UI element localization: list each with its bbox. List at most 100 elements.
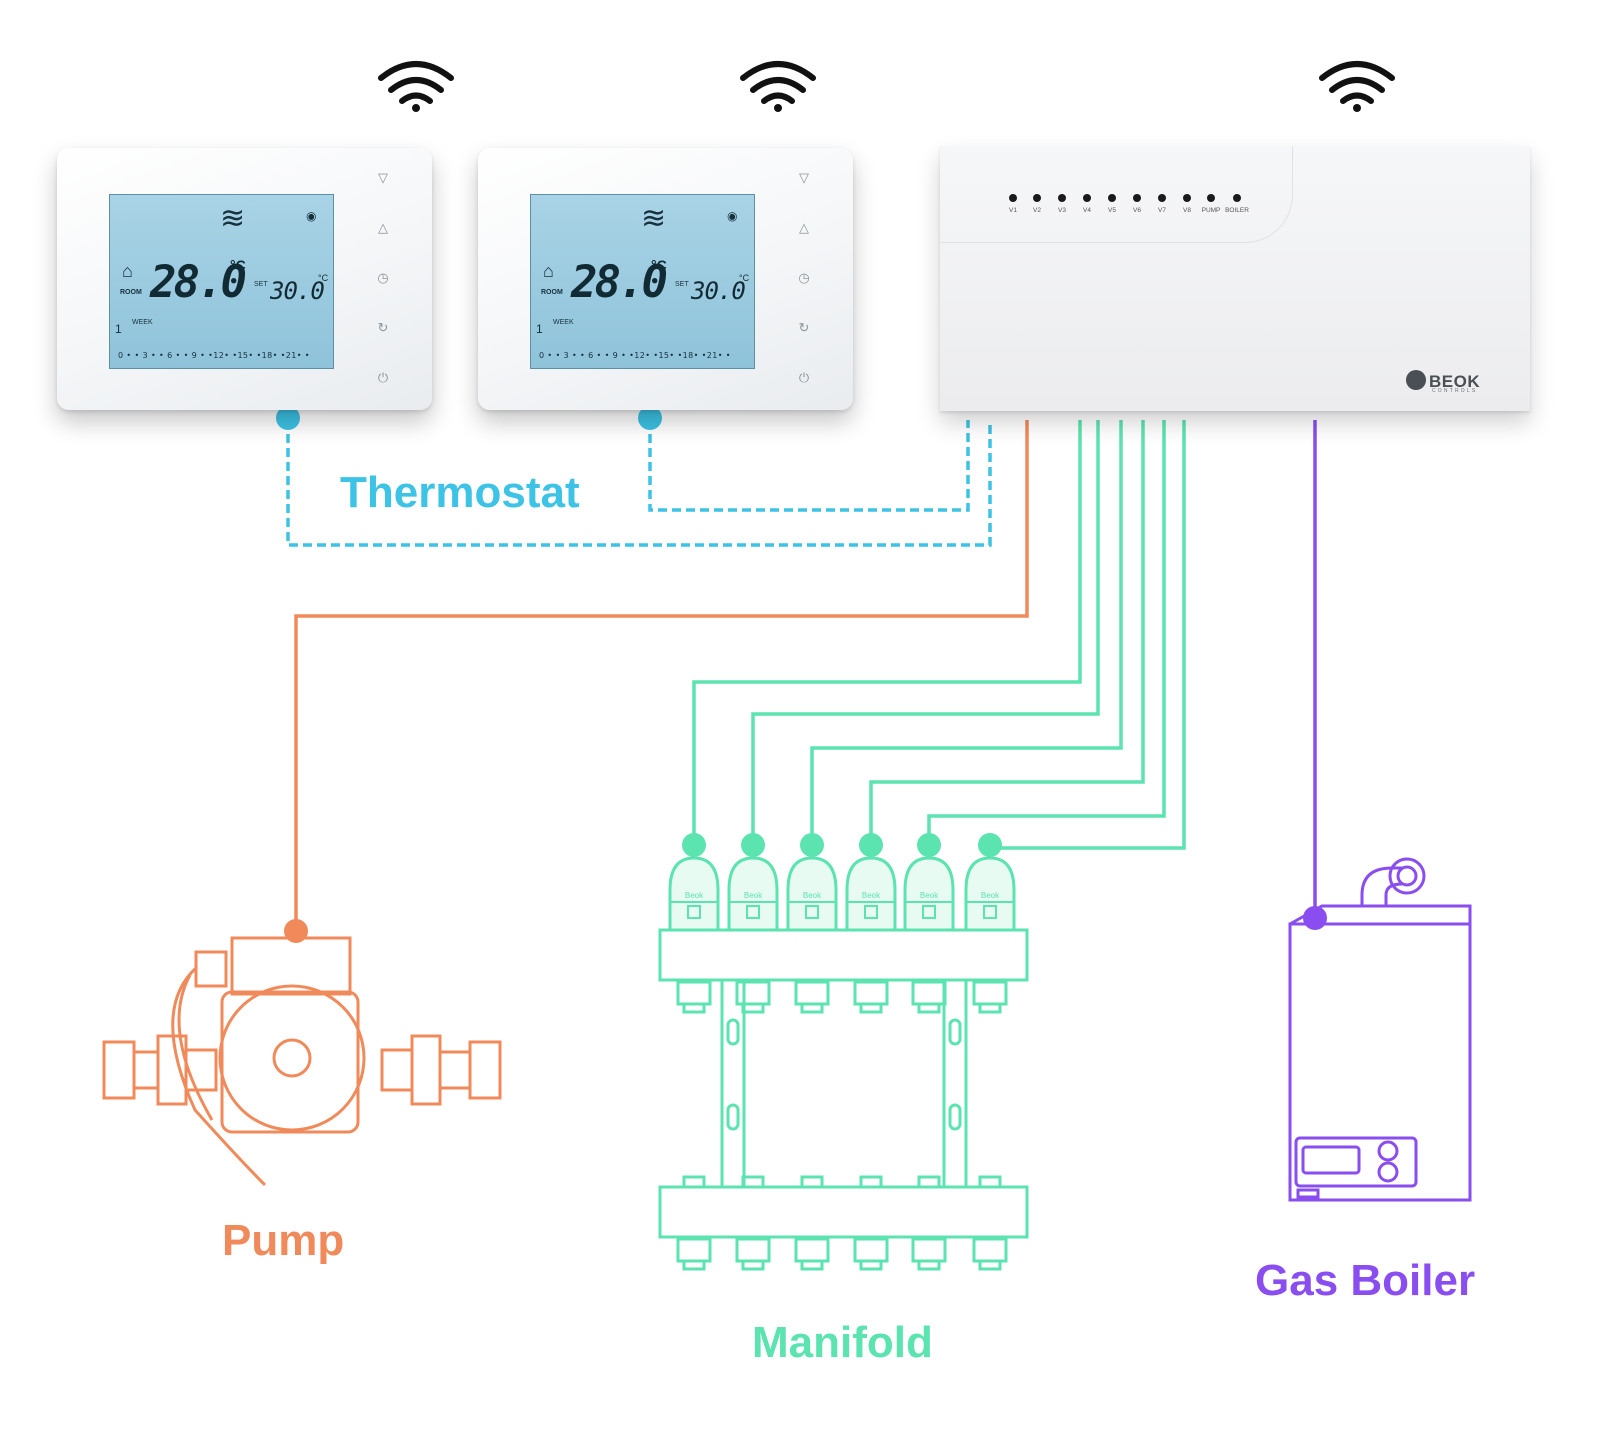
actuator-terminal [978, 833, 1002, 857]
temperature-unit: °C [651, 257, 667, 273]
thermostat-label: Thermostat [340, 468, 580, 517]
cycle-icon[interactable]: ↻ [377, 320, 389, 335]
pump-label: Pump [222, 1216, 345, 1265]
set-temperature-unit: °C [739, 273, 750, 283]
chevron-up-icon[interactable]: △ [378, 220, 388, 235]
fitting [911, 1237, 947, 1271]
temperature-unit: °C [230, 257, 246, 273]
manifold-wiring [692, 420, 1186, 850]
pump-wire [294, 420, 1029, 930]
set-temperature-unit: °C [318, 273, 329, 283]
actuator-terminal [682, 833, 706, 857]
time-scale: 0 • • 3 • • 6 • • 9 • •12• •15• •18• •21… [539, 351, 731, 360]
channel-led [1033, 194, 1041, 202]
channel-label: V8 [1183, 207, 1191, 214]
brand-logo: BEOK [1406, 370, 1480, 392]
brand-name: BEOK [1429, 372, 1481, 391]
power-icon[interactable]: ⏻ [798, 370, 810, 385]
set-temperature: 30.0 [691, 277, 746, 305]
channel-led [1009, 194, 1017, 202]
actuator-brand-label: Beok [920, 891, 939, 900]
status-panel [940, 146, 1293, 243]
wifi-icon [740, 61, 816, 112]
chevron-down-icon[interactable]: ▽ [799, 170, 809, 185]
clock-icon[interactable]: ◷ [798, 270, 810, 285]
channel-led [1083, 194, 1091, 202]
wifi-icon [378, 61, 454, 112]
channel-label: V5 [1108, 207, 1116, 214]
channel-label: V4 [1083, 207, 1091, 214]
brand-mark-icon [1406, 370, 1426, 390]
channel-label: BOILER [1225, 207, 1249, 214]
manifold-actuators: Beok Beok Beok Beok Beok Beok [668, 833, 1016, 932]
power-icon[interactable]: ⏻ [377, 370, 389, 385]
pump-illustration [102, 936, 502, 1187]
actuator-brand-label: Beok [862, 891, 881, 900]
fitting [682, 1175, 706, 1189]
time-scale: 0 • • 3 • • 6 • • 9 • •12• •15• •18• •21… [118, 351, 310, 360]
fitting [794, 980, 830, 1014]
fitting [859, 1175, 883, 1189]
eye-icon: ◉ [727, 209, 738, 223]
actuator-brand-label: Beok [803, 891, 822, 900]
fitting [735, 980, 771, 1014]
actuator: Beok [964, 856, 1016, 932]
channel-led [1233, 194, 1241, 202]
actuator-brand-label: Beok [744, 891, 763, 900]
actuator-terminal [741, 833, 765, 857]
thermostat-lcd: ≋ ◉ ⌂ ROOM 28.0 °C SET 30.0 °C 1 WEEK 0 … [530, 194, 755, 369]
thermostat-2-terminal [638, 406, 662, 430]
brand-subtitle: CONTROLS [1432, 388, 1478, 394]
wifi-icon [1319, 61, 1395, 112]
actuator: Beok [903, 856, 955, 932]
chevron-up-icon[interactable]: △ [799, 220, 809, 235]
channel-led [1158, 194, 1166, 202]
fitting [676, 980, 712, 1014]
channel-label: PUMP [1201, 207, 1221, 214]
channel-label: V1 [1009, 207, 1017, 214]
room-temperature: 28.0 [571, 257, 668, 308]
channel-label: V6 [1133, 207, 1141, 214]
fitting [917, 1175, 941, 1189]
fitting [741, 1175, 765, 1189]
heating-waves-icon: ≋ [641, 201, 667, 236]
actuator-terminal [859, 833, 883, 857]
actuator: Beok [845, 856, 897, 932]
thermostat-2: ≋ ◉ ⌂ ROOM 28.0 °C SET 30.0 °C 1 WEEK 0 … [478, 148, 853, 410]
clock-icon[interactable]: ◷ [377, 270, 389, 285]
manifold-label: Manifold [752, 1318, 933, 1367]
actuator-terminal [917, 833, 941, 857]
actuator-terminal [800, 833, 824, 857]
fitting [978, 1175, 1002, 1189]
channel-led [1108, 194, 1116, 202]
actuator-brand-label: Beok [981, 891, 1000, 900]
chevron-down-icon[interactable]: ▽ [378, 170, 388, 185]
channel-led [1058, 194, 1066, 202]
eye-icon: ◉ [306, 209, 317, 223]
cycle-icon[interactable]: ↻ [798, 320, 810, 335]
channel-label: V7 [1158, 207, 1166, 214]
fitting [800, 1175, 824, 1189]
home-icon: ⌂ [122, 261, 133, 281]
channel-label: V2 [1033, 207, 1041, 214]
fitting [794, 1237, 830, 1271]
home-icon: ⌂ [543, 261, 554, 281]
fitting [972, 980, 1008, 1014]
heating-waves-icon: ≋ [220, 201, 246, 236]
actuator: Beok [786, 856, 838, 932]
actuator: Beok [668, 856, 720, 932]
actuator: Beok [727, 856, 779, 932]
day-indicator: 1 [536, 322, 543, 336]
room-temperature: 28.0 [150, 257, 247, 308]
fitting [972, 1237, 1008, 1271]
fitting [911, 980, 947, 1014]
set-label: SET [675, 281, 689, 288]
manifold-illustration [658, 928, 1029, 1239]
channel-led [1207, 194, 1215, 202]
fitting [676, 1237, 712, 1271]
week-label: WEEK [132, 319, 153, 326]
channel-label: V3 [1058, 207, 1066, 214]
thermostat-1: ≋ ◉ ⌂ ROOM 28.0 °C SET 30.0 °C 1 WEEK 0 … [57, 148, 432, 410]
thermostat-wiring [286, 420, 992, 547]
fitting [735, 1237, 771, 1271]
